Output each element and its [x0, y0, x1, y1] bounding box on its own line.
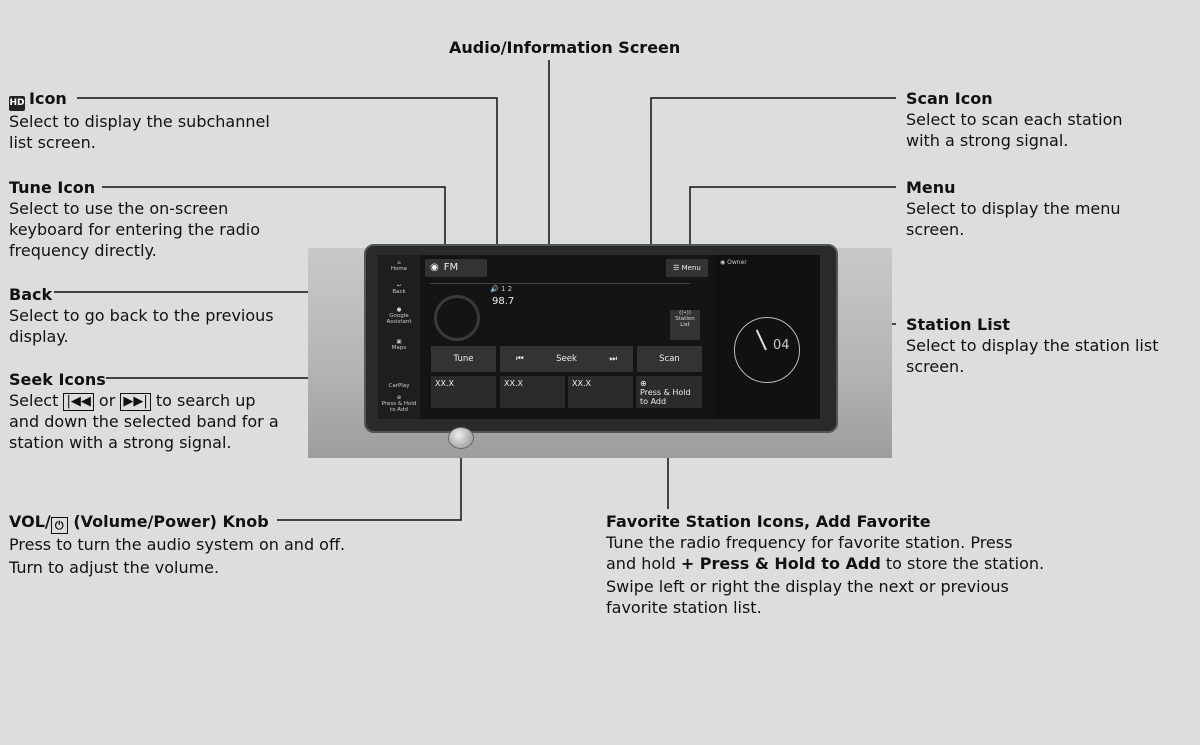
- seek-prev-icon: |◀◀: [63, 393, 94, 411]
- band-button[interactable]: ◉FM: [425, 259, 487, 277]
- callout-scan-icon: Scan Icon Select to scan each station wi…: [906, 89, 1123, 150]
- hd-subchannel-icon[interactable]: 🔊 1 2: [490, 285, 513, 293]
- divider: [430, 283, 690, 284]
- frequency: 98.7: [492, 296, 515, 307]
- tune-button[interactable]: Tune: [431, 346, 496, 372]
- seek-label: Seek: [556, 354, 577, 364]
- google-assistant-button[interactable]: ●Google Assistant: [386, 307, 412, 325]
- callout-audio-screen: Audio/Information Screen: [449, 38, 681, 57]
- add-favorite-button[interactable]: ⊕Press & Hold to Add: [636, 376, 702, 408]
- owner-label: ◉ Owner: [720, 259, 747, 266]
- back-button[interactable]: ↩Back: [392, 283, 406, 295]
- seek-next-icon[interactable]: ⏭: [609, 354, 617, 364]
- callout-favorites: Favorite Station Icons, Add Favorite Tun…: [606, 512, 1045, 617]
- scan-button[interactable]: Scan: [637, 346, 702, 372]
- favorite-station-3[interactable]: XX.X: [568, 376, 633, 408]
- callout-station-list: Station List Select to display the stati…: [906, 315, 1159, 376]
- hd-radio-icon: HD: [9, 96, 25, 111]
- sidebar: ⌂Home ↩Back ●Google Assistant ▣Maps CarP…: [378, 255, 420, 419]
- radio-art-icon: [434, 295, 480, 341]
- callout-menu: Menu Select to display the menu screen.: [906, 178, 1121, 239]
- maps-button[interactable]: ▣Maps: [391, 339, 407, 351]
- seek-prev-icon[interactable]: ⏮: [516, 354, 524, 364]
- callout-tune-icon: Tune Icon Select to use the on-screen ke…: [9, 178, 261, 260]
- audio-screen[interactable]: ⌂Home ↩Back ●Google Assistant ▣Maps CarP…: [378, 255, 820, 419]
- station-list-button[interactable]: ((•))Station List: [670, 310, 700, 340]
- callout-vol-knob: VOL/⏻ (Volume/Power) Knob Press to turn …: [9, 512, 346, 577]
- home-button[interactable]: ⌂Home: [390, 260, 408, 272]
- favorite-station-1[interactable]: XX.X: [431, 376, 496, 408]
- power-icon: ⏻: [50, 517, 68, 534]
- seek-button-group: ⏮ Seek ⏭: [500, 346, 633, 372]
- seek-next-icon: ▶▶|: [120, 393, 151, 411]
- clock-widget: 04: [734, 317, 800, 383]
- menu-button[interactable]: ☰ Menu: [666, 259, 708, 277]
- callout-back: Back Select to go back to the previous d…: [9, 285, 274, 346]
- clock-hand: [755, 329, 767, 351]
- carplay-button[interactable]: CarPlay: [388, 383, 410, 389]
- volume-power-knob[interactable]: [448, 427, 474, 449]
- favorite-station-2[interactable]: XX.X: [500, 376, 565, 408]
- callout-seek-icons: Seek Icons Select |◀◀ or ▶▶| to search u…: [9, 370, 279, 452]
- press-hold-add-sidebar[interactable]: ⊕Press & Hold to Add: [381, 395, 417, 413]
